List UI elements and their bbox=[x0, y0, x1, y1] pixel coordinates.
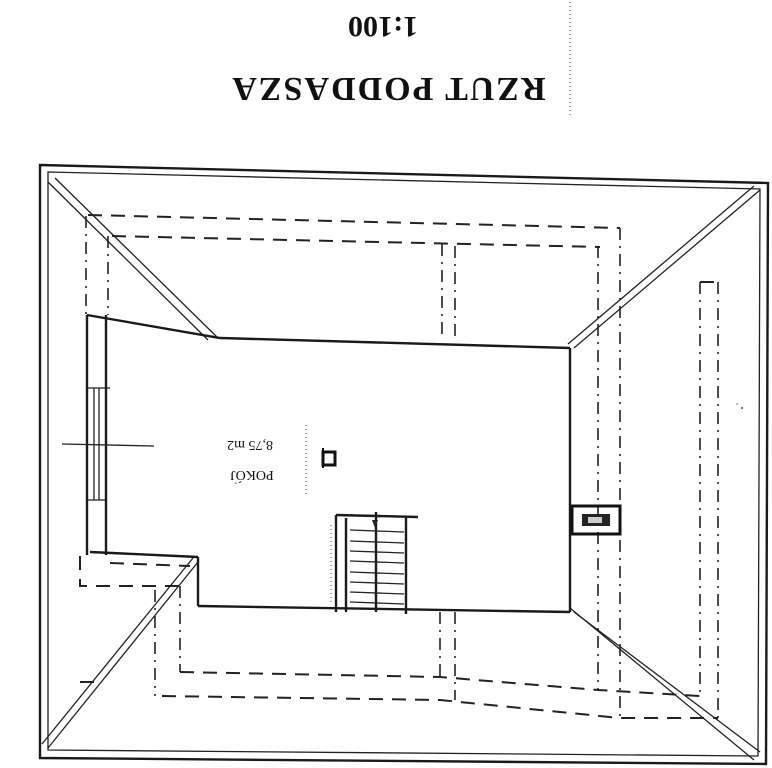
drawing-scale: 1:100 bbox=[348, 10, 418, 43]
chimney bbox=[570, 504, 622, 536]
title-block: RZUT PODDASZA 1:100 bbox=[230, 2, 571, 118]
stair-direction-arrow bbox=[372, 520, 378, 528]
room-name: POKÓJ bbox=[230, 467, 274, 484]
staircase bbox=[330, 512, 419, 614]
scan-noise bbox=[235, 403, 744, 484]
hip-lines bbox=[41, 177, 761, 761]
skylight-icon bbox=[321, 448, 337, 468]
roof-outline bbox=[38, 163, 770, 766]
room-label: POKÓJ 8,75 m2 bbox=[227, 437, 274, 484]
room-walls bbox=[61, 313, 572, 614]
drawing-title: RZUT PODDASZA bbox=[230, 70, 545, 107]
knee-wall-lines bbox=[79, 214, 719, 719]
room-area: 8,75 m2 bbox=[227, 437, 273, 452]
